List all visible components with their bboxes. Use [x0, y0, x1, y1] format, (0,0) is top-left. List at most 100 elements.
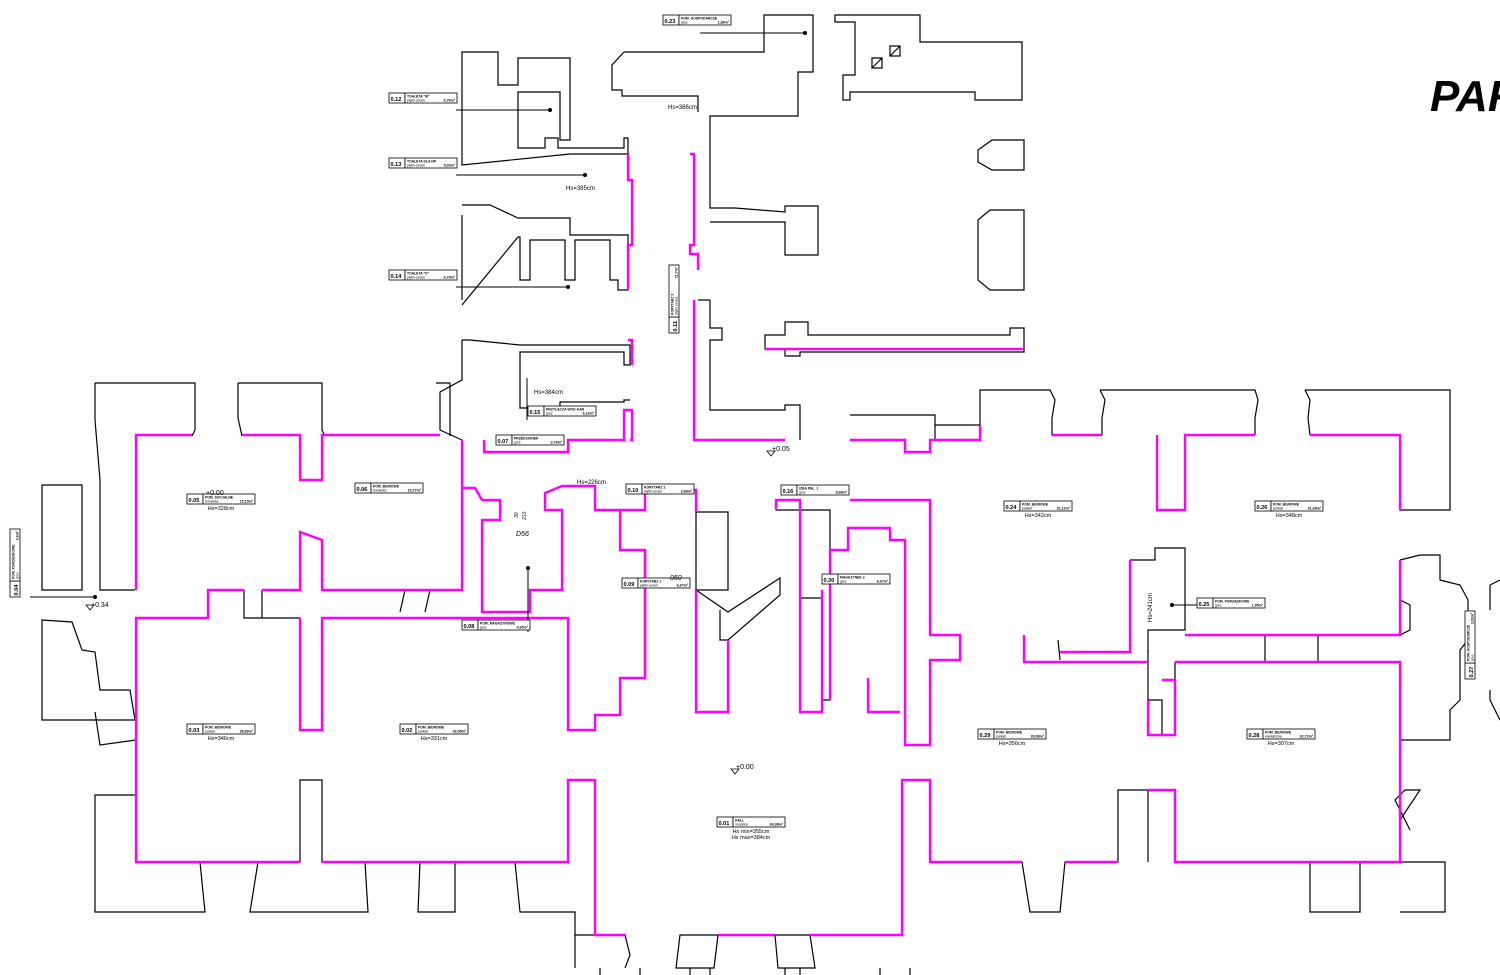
- height-note-386: Hs=386cm: [668, 105, 697, 111]
- room-area: 32,72m²: [1300, 735, 1314, 739]
- room-name: MAGAZYNEK 2: [840, 576, 865, 580]
- room-info-box: [837, 573, 891, 585]
- room-area: 1,95m²: [1252, 604, 1264, 608]
- room-name: POM. BIUROWE: [373, 485, 400, 489]
- room-name: POM. MAGAZYNOWE: [480, 622, 516, 626]
- level-annotations: +0.00 +0.34 +0.05 +0.00: [91, 446, 790, 771]
- room-finish: parkiet: [1022, 507, 1032, 511]
- room-height: Hs=328cm: [208, 506, 235, 512]
- room-info-box: [404, 157, 458, 169]
- room-area: 15,15m²: [240, 500, 254, 504]
- room-info-box: [1019, 500, 1073, 512]
- room-finish: gres: [1215, 604, 1222, 608]
- door-tag-d56: D56: [516, 531, 529, 538]
- room-finish: płytki ceram.: [407, 164, 426, 168]
- room-number: 0.24: [1006, 505, 1018, 511]
- room-finish: parkiet: [1273, 507, 1283, 511]
- level-005: +0.05: [772, 446, 790, 453]
- room-number: 0.23: [665, 19, 676, 25]
- level-034: +0.34: [91, 602, 109, 609]
- room-area: 5,03m²: [444, 164, 456, 168]
- room-area: 15,77m²: [408, 489, 422, 493]
- room-height: Hs=307cm: [1268, 741, 1295, 747]
- height-note-241: Hs=241cm: [1148, 593, 1154, 622]
- height-note-226: Hs=226cm: [577, 480, 606, 486]
- room-area: 6,79m²: [444, 276, 456, 280]
- room-number: 0.04: [14, 584, 20, 596]
- room-info-box: [370, 482, 424, 494]
- room-number: 0.08: [464, 624, 475, 630]
- room-name: POM. BIUROWE: [1022, 503, 1049, 507]
- room-area: 69,38m²: [770, 823, 784, 827]
- door-dim-b: 210: [522, 511, 528, 521]
- height-annotations: Hs=386cm Hs=385cm Hs=384cm Hs=226cm Hs=2…: [534, 105, 1154, 622]
- room-number: 0.29: [980, 733, 991, 739]
- room-height: Hs=346cm: [208, 736, 235, 742]
- room-area: 38,89m²: [240, 730, 254, 734]
- room-finish: gres: [16, 572, 20, 579]
- room-number: 0.03: [189, 728, 200, 734]
- room-area: 6,67m²: [677, 584, 689, 588]
- room-name: IZBA PEŁ. 1: [799, 487, 818, 491]
- room-finish: parkiet: [418, 730, 428, 734]
- level-000-hall: +0.00: [736, 764, 754, 771]
- room-height: Hs min=355cm: [733, 829, 770, 835]
- height-note-385: Hs=385cm: [566, 186, 595, 192]
- room-info-box: [1270, 500, 1324, 512]
- room-number: 0.16: [783, 489, 794, 495]
- room-name: HALL: [735, 819, 744, 823]
- room-name: KORYTARZ 1: [640, 580, 661, 584]
- room-number: 0.30: [824, 578, 835, 584]
- room-name: POM. PORZĄDKOWE: [12, 544, 16, 579]
- room-name: KORYTARZ 2: [644, 486, 665, 490]
- room-finish: gres: [514, 441, 521, 445]
- room-info-box: [993, 728, 1047, 740]
- room-info-box: [415, 723, 469, 735]
- room-info-box: [477, 619, 531, 631]
- room-finish: mozaika: [735, 823, 748, 827]
- room-name: POM. SOCJALNE: [205, 496, 234, 500]
- room-area: 3,33m²: [1471, 612, 1475, 624]
- room-name: PRZEDSIONEK: [514, 437, 539, 441]
- room-info-box: [641, 483, 695, 495]
- room-finish: płytki ceram.: [407, 276, 426, 280]
- room-number: 0.10: [628, 488, 639, 494]
- room-info-box: [543, 405, 597, 417]
- room-finish: płytki ceram.: [640, 584, 659, 588]
- room-info-box: [796, 484, 850, 496]
- room-area: 11,7m²: [675, 266, 679, 278]
- room-area: 3,6m²: [16, 530, 20, 540]
- room-finish: terrakota: [373, 489, 386, 493]
- room-info-box: [668, 264, 680, 318]
- room-name: POM. BIUROWE: [996, 731, 1023, 735]
- wall-outlines: [41, 14, 1500, 975]
- leader-lines: [30, 31, 1197, 632]
- room-name: POM. GOSPODARCZE: [681, 17, 718, 21]
- sheet-title: PAR: [1430, 72, 1500, 121]
- wall-finish-lines: [134, 152, 1402, 937]
- room-height: Hs=331cm: [421, 736, 448, 742]
- room-info-box: [202, 493, 256, 505]
- room-name: POM. BIUROWE: [1265, 731, 1292, 735]
- level-000-left: +0.00: [206, 490, 224, 497]
- room-info-box: [1212, 597, 1266, 609]
- room-number: 0.13: [391, 162, 402, 168]
- room-finish: gres: [546, 412, 553, 416]
- room-finish: gres: [840, 580, 847, 584]
- height-note-384: Hs=384cm: [534, 390, 563, 396]
- room-number: 0.01: [719, 821, 730, 827]
- room-finish: parkiet: [205, 730, 215, 734]
- door-tag-050: 050: [670, 575, 682, 582]
- room-info-box: [1262, 728, 1316, 740]
